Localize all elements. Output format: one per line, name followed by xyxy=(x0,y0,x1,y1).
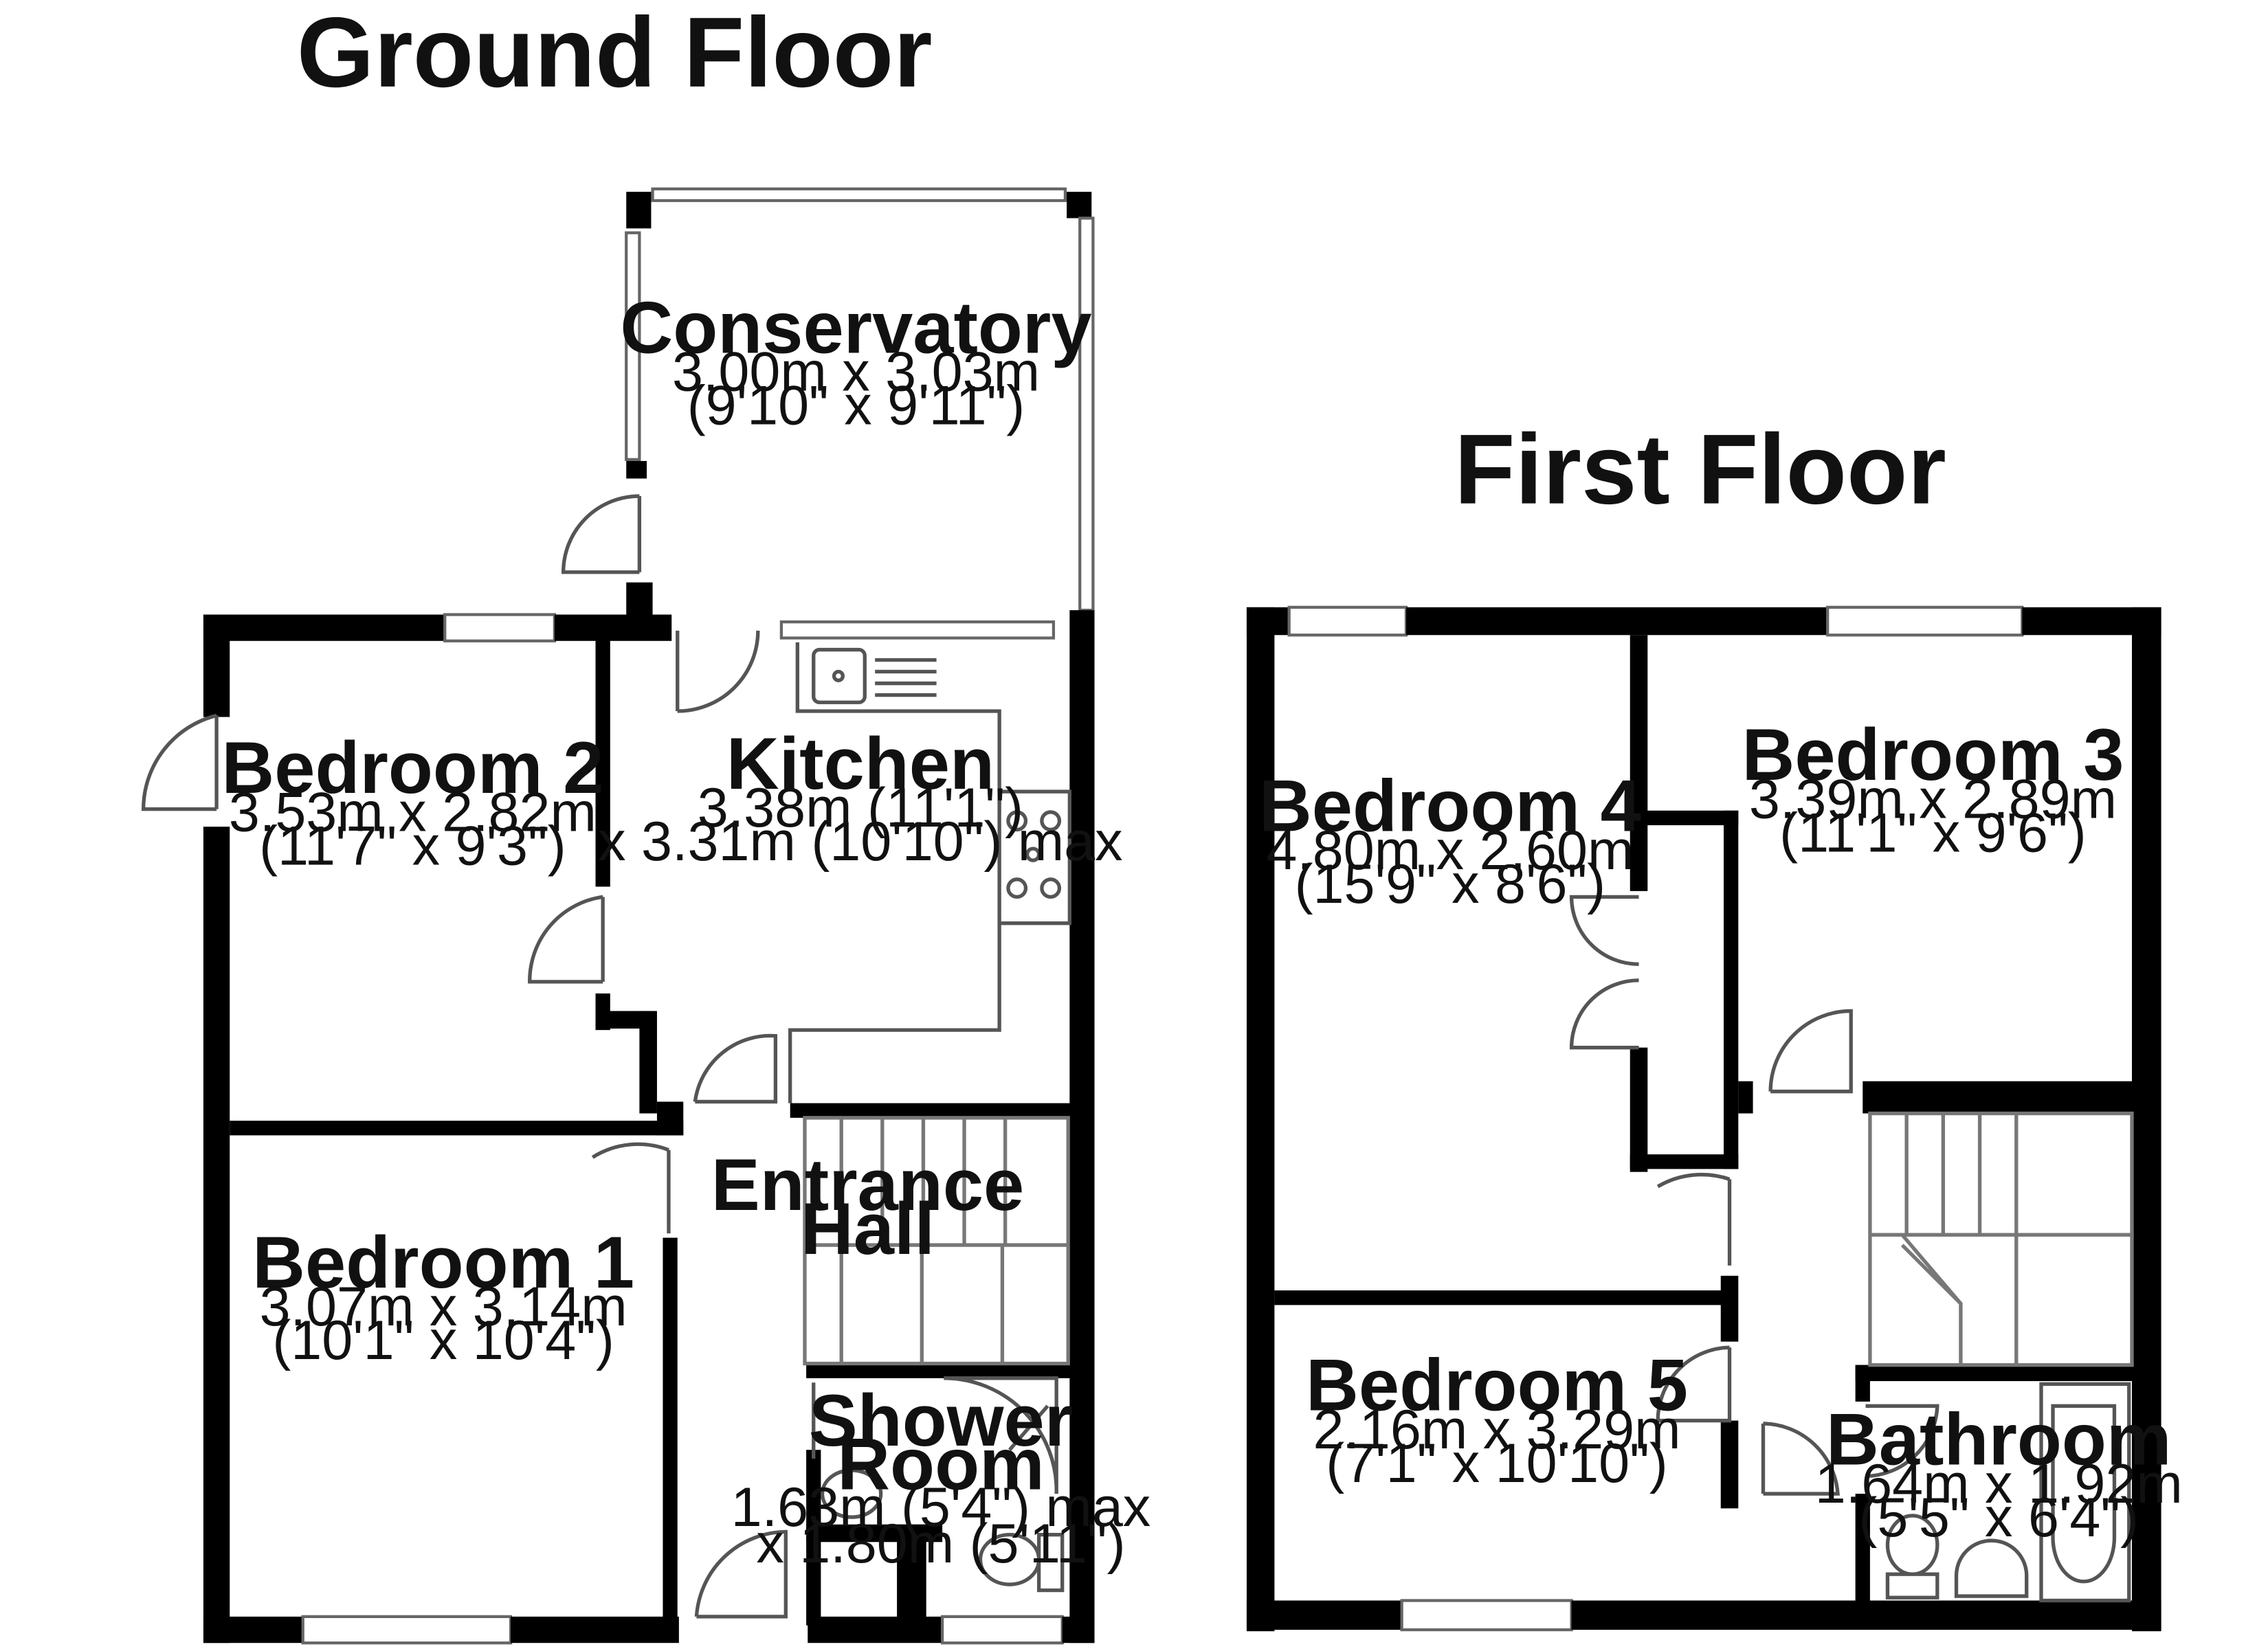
bedroom2-side-door xyxy=(141,713,219,811)
room-name-shower-room: Shower xyxy=(809,1380,1073,1461)
room-dims-bathroom: 1.64m x 1.92m xyxy=(1815,1453,2183,1515)
room-dims-bedroom-4: 4.80m x 2.60m xyxy=(1266,820,1634,882)
room-dims-bedroom-2-imperial: (11'7" x 9'3") xyxy=(259,816,566,877)
ground-floor-title: Ground Floor xyxy=(297,0,933,108)
room-name-bedroom-2: Bedroom 2 xyxy=(221,727,603,809)
room-dims-bedroom-5: 2.16m x 3.29m xyxy=(1313,1399,1680,1461)
kitchen-worktop xyxy=(788,642,1001,1103)
room-dims-bedroom-2: 3.53m x 2.82m xyxy=(229,782,597,844)
kitchen-window xyxy=(779,620,1056,640)
room-dims-shower-room: 1.63m (5'4") max xyxy=(731,1477,1151,1538)
room-name-bathroom: Bathroom xyxy=(1826,1398,2172,1480)
room-dims-conservatory: 3.00m x 3.03m xyxy=(672,341,1040,403)
conservatory-top-window xyxy=(651,187,1067,203)
bedroom5-window xyxy=(1400,1599,1573,1632)
ground-floor-plan xyxy=(141,187,1095,1645)
first-floor-stairs xyxy=(1868,1111,2134,1367)
room-name-shower-room-line2: Room xyxy=(837,1424,1045,1505)
room-dims-bedroom-1: 3.07m x 3.14m xyxy=(260,1276,627,1338)
room-name-entrance-hall-line2: Hall xyxy=(801,1188,935,1270)
shower-room-window xyxy=(940,1615,1064,1645)
room-name-conservatory: Conservatory xyxy=(620,287,1091,368)
room-name-bedroom-1: Bedroom 1 xyxy=(252,1222,634,1303)
room-name-bedroom-5: Bedroom 5 xyxy=(1306,1345,1688,1426)
bedroom1-door xyxy=(591,1142,671,1234)
room-dims-bedroom-3-imperial: (11'1" x 9'6") xyxy=(1779,802,2087,864)
room-dims-bathroom-imperial: (5'5" x 6'4") xyxy=(1858,1487,2139,1549)
room-name-kitchen: Kitchen xyxy=(726,723,994,805)
bathroom-door xyxy=(1761,1404,1939,1496)
room-dims-bedroom-5-imperial: (7'1" x 10'10") xyxy=(1326,1433,1668,1494)
bathroom-basin xyxy=(1954,1538,2029,1598)
shower-room-basin xyxy=(820,1468,883,1519)
first-floor-plan xyxy=(1246,605,2161,1632)
room-dims-conservatory-imperial: (9'10" x 9'11") xyxy=(687,375,1025,437)
bedroom3-door xyxy=(1768,1009,1853,1094)
room-dims-bedroom-1-imperial: (10'1" x 10'4") xyxy=(272,1310,614,1371)
bedroom2-door xyxy=(528,895,605,984)
room-name-bedroom-3: Bedroom 3 xyxy=(1742,714,2124,796)
ground-floor-stairs xyxy=(803,1116,1070,1366)
room-dims-shower-room-line2: x 1.80m (5'11") xyxy=(756,1513,1125,1575)
bedroom1-front-window xyxy=(301,1615,513,1645)
room-dims-bedroom-3: 3.39m x 2.89m xyxy=(1749,768,2117,830)
room-dims-kitchen: 3.38m (11'1") xyxy=(698,777,1023,839)
bedroom4-window xyxy=(1287,605,1408,637)
conservatory-door xyxy=(562,494,642,574)
front-door xyxy=(694,1529,788,1619)
room-dims-kitchen-max: x 3.31m (10'10") max xyxy=(598,811,1122,873)
first-floor-title: First Floor xyxy=(1454,414,1946,525)
room-dims-bedroom-4-imperial: (15'9" x 8'6") xyxy=(1295,853,1606,915)
kitchen-rear-door xyxy=(676,630,760,713)
room-name-bedroom-4: Bedroom 4 xyxy=(1259,765,1641,847)
bedroom5-door xyxy=(1656,1345,1732,1423)
wardrobe-doors xyxy=(1569,895,1639,1050)
kitchen-hall-door xyxy=(693,1033,778,1104)
shower-tray xyxy=(944,1376,1058,1494)
conservatory-left-window xyxy=(625,231,641,461)
room-name-entrance-hall: Entrance xyxy=(711,1144,1024,1226)
bedroom4-door xyxy=(1656,1172,1732,1266)
conservatory-right-window xyxy=(1078,216,1095,612)
bedroom2-rear-window xyxy=(443,613,557,642)
bedroom3-window xyxy=(1826,605,2024,637)
